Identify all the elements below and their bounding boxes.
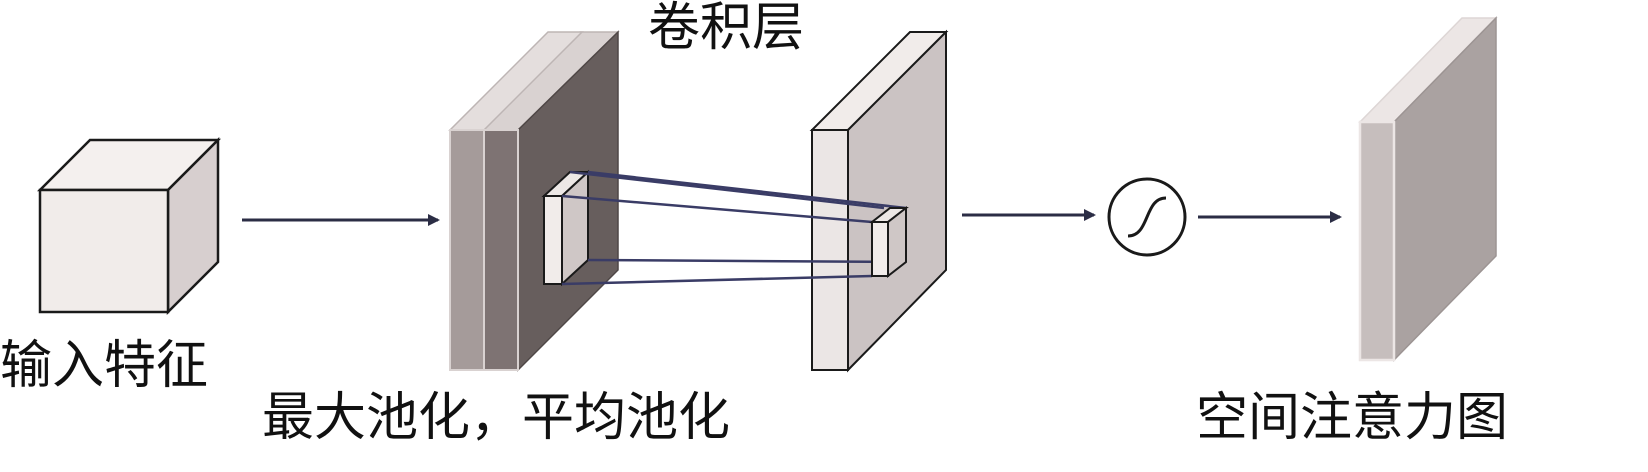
input-feature-cube xyxy=(36,136,222,316)
conv-kernel-target xyxy=(869,205,909,279)
conv-layer-label: 卷积层 xyxy=(648,0,805,58)
pool-slab-b-front xyxy=(483,129,519,371)
kernel-dst-front xyxy=(871,221,889,277)
input-features-label: 输入特征 xyxy=(0,336,209,396)
projection-line xyxy=(561,274,873,286)
projection-line xyxy=(569,170,885,210)
projection-line xyxy=(587,170,907,210)
conv-layer-slab xyxy=(809,29,949,373)
sigmoid-icon xyxy=(1107,177,1187,257)
input-cube-front xyxy=(38,188,170,314)
spatial-attention-map xyxy=(1358,16,1498,362)
pooled-feature-maps xyxy=(448,30,620,372)
att-slab-front xyxy=(1358,120,1396,362)
projection-line xyxy=(561,194,873,224)
attention-map-label: 空间注意力图 xyxy=(1196,388,1509,448)
kernel-src-front xyxy=(543,195,563,285)
sigmoid-curve xyxy=(1127,196,1167,238)
pool-slab-a-front xyxy=(449,129,485,371)
projection-line xyxy=(587,258,907,264)
pooling-label: 最大池化，平均池化 xyxy=(262,388,731,448)
conv-slab-front xyxy=(811,129,849,371)
att-slab-side xyxy=(1393,16,1497,362)
conv-kernel-source xyxy=(541,169,591,287)
kernel-projection-lines xyxy=(561,170,907,286)
